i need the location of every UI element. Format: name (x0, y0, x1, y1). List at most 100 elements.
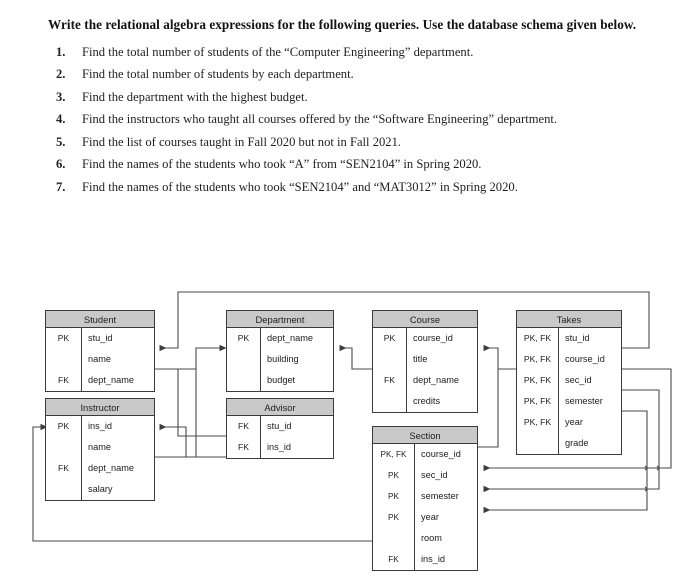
table-row: PK course_id (373, 328, 477, 349)
attribute-label: room (421, 533, 442, 543)
key-label: FK (46, 370, 82, 391)
question-list: 1. Find the total number of students of … (48, 44, 648, 197)
key-label: PK, FK (373, 444, 415, 465)
key-label: FK (373, 549, 415, 570)
attribute-label: dept_name (88, 463, 134, 473)
table-row: FK ins_id (373, 549, 477, 570)
key-label: PK (46, 416, 82, 437)
table-row: FK dept_name (46, 458, 154, 479)
key-label: FK (227, 437, 261, 458)
er-table-title: Instructor (46, 399, 154, 416)
er-table-title: Department (227, 311, 333, 328)
key-label: FK (373, 370, 407, 391)
key-label: PK (373, 465, 415, 486)
table-row: PK semester (373, 486, 477, 507)
key-label (227, 370, 261, 391)
er-table-title: Student (46, 311, 154, 328)
attribute-label: semester (565, 396, 603, 406)
table-row: name (46, 349, 154, 370)
er-table-title: Advisor (227, 399, 333, 416)
attribute-label: sec_id (565, 375, 592, 385)
er-table-body: PK dept_name building budget (227, 328, 333, 391)
table-row: grade (517, 433, 621, 454)
er-table-body: PK course_id title FK dept_name credits (373, 328, 477, 412)
attribute-label: name (88, 442, 111, 452)
er-table-section[interactable]: Section PK, FK course_id PK sec_id PK se… (372, 426, 478, 571)
question-text: Find the department with the highest bud… (82, 89, 308, 104)
question-text: Find the list of courses taught in Fall … (82, 134, 402, 149)
table-row: budget (227, 370, 333, 391)
key-label (46, 437, 82, 458)
er-table-advisor[interactable]: Advisor FK stu_id FK ins_id (226, 398, 334, 459)
table-row: PK year (373, 507, 477, 528)
er-table-student[interactable]: Student PK stu_id name FK dept_name (45, 310, 155, 392)
attribute-label: course_id (421, 449, 461, 459)
question-text: Find the names of the students who took … (82, 180, 518, 195)
attribute-label: grade (565, 438, 589, 448)
table-row: PK, FK sec_id (517, 370, 621, 391)
attribute-label: year (421, 512, 439, 522)
list-item: 1. Find the total number of students of … (48, 44, 648, 61)
attribute-label: stu_id (565, 333, 590, 343)
table-row: building (227, 349, 333, 370)
er-table-title: Section (373, 427, 477, 444)
key-label: PK (373, 486, 415, 507)
attribute-label: building (267, 354, 299, 364)
question-text: Find the total number of students by eac… (82, 67, 354, 82)
attribute-label: name (88, 354, 111, 364)
table-row: name (46, 437, 154, 458)
key-label: PK, FK (517, 328, 559, 349)
er-table-body: PK, FK stu_id PK, FK course_id PK, FK se… (517, 328, 621, 454)
question-number: 6. (56, 157, 66, 172)
key-label: PK (227, 328, 261, 349)
er-table-title: Course (373, 311, 477, 328)
attribute-label: ins_id (421, 554, 446, 564)
key-label: PK, FK (517, 370, 559, 391)
attribute-label: dept_name (88, 375, 134, 385)
attribute-label: title (413, 354, 428, 364)
table-row: PK, FK stu_id (517, 328, 621, 349)
table-row: FK dept_name (373, 370, 477, 391)
key-label: PK, FK (517, 349, 559, 370)
table-row: salary (46, 479, 154, 500)
er-table-instructor[interactable]: Instructor PK ins_id name FK dept_name s… (45, 398, 155, 501)
attribute-label: ins_id (267, 442, 292, 452)
table-row: PK, FK course_id (373, 444, 477, 465)
list-item: 4. Find the instructors who taught all c… (48, 111, 648, 128)
key-label (517, 433, 559, 454)
question-number: 2. (56, 67, 66, 82)
table-row: room (373, 528, 477, 549)
attribute-label: dept_name (267, 333, 313, 343)
key-label: PK (373, 328, 407, 349)
table-row: PK sec_id (373, 465, 477, 486)
key-label: PK (373, 507, 415, 528)
list-item: 2. Find the total number of students by … (48, 66, 648, 83)
prompt-block: Write the relational algebra expressions… (48, 16, 648, 202)
table-row: PK stu_id (46, 328, 154, 349)
er-table-body: PK, FK course_id PK sec_id PK semester P… (373, 444, 477, 570)
question-number: 1. (56, 44, 66, 59)
list-item: 3. Find the department with the highest … (48, 89, 648, 106)
key-label (46, 479, 82, 500)
er-table-body: PK ins_id name FK dept_name salary (46, 416, 154, 500)
table-row: FK dept_name (46, 370, 154, 391)
er-table-takes[interactable]: Takes PK, FK stu_id PK, FK course_id PK,… (516, 310, 622, 455)
key-label: PK (46, 328, 82, 349)
er-table-department[interactable]: Department PK dept_name building budget (226, 310, 334, 392)
table-row: PK dept_name (227, 328, 333, 349)
attribute-label: salary (88, 484, 113, 494)
table-row: FK stu_id (227, 416, 333, 437)
attribute-label: sec_id (421, 470, 448, 480)
attribute-label: semester (421, 491, 459, 501)
er-table-course[interactable]: Course PK course_id title FK dept_name c… (372, 310, 478, 413)
attribute-label: budget (267, 375, 296, 385)
table-row: PK, FK semester (517, 391, 621, 412)
attribute-label: credits (413, 396, 441, 406)
key-label: FK (227, 416, 261, 437)
question-number: 4. (56, 112, 66, 127)
er-table-title: Takes (517, 311, 621, 328)
key-label (373, 349, 407, 370)
question-number: 7. (56, 180, 66, 195)
table-row: FK ins_id (227, 437, 333, 458)
